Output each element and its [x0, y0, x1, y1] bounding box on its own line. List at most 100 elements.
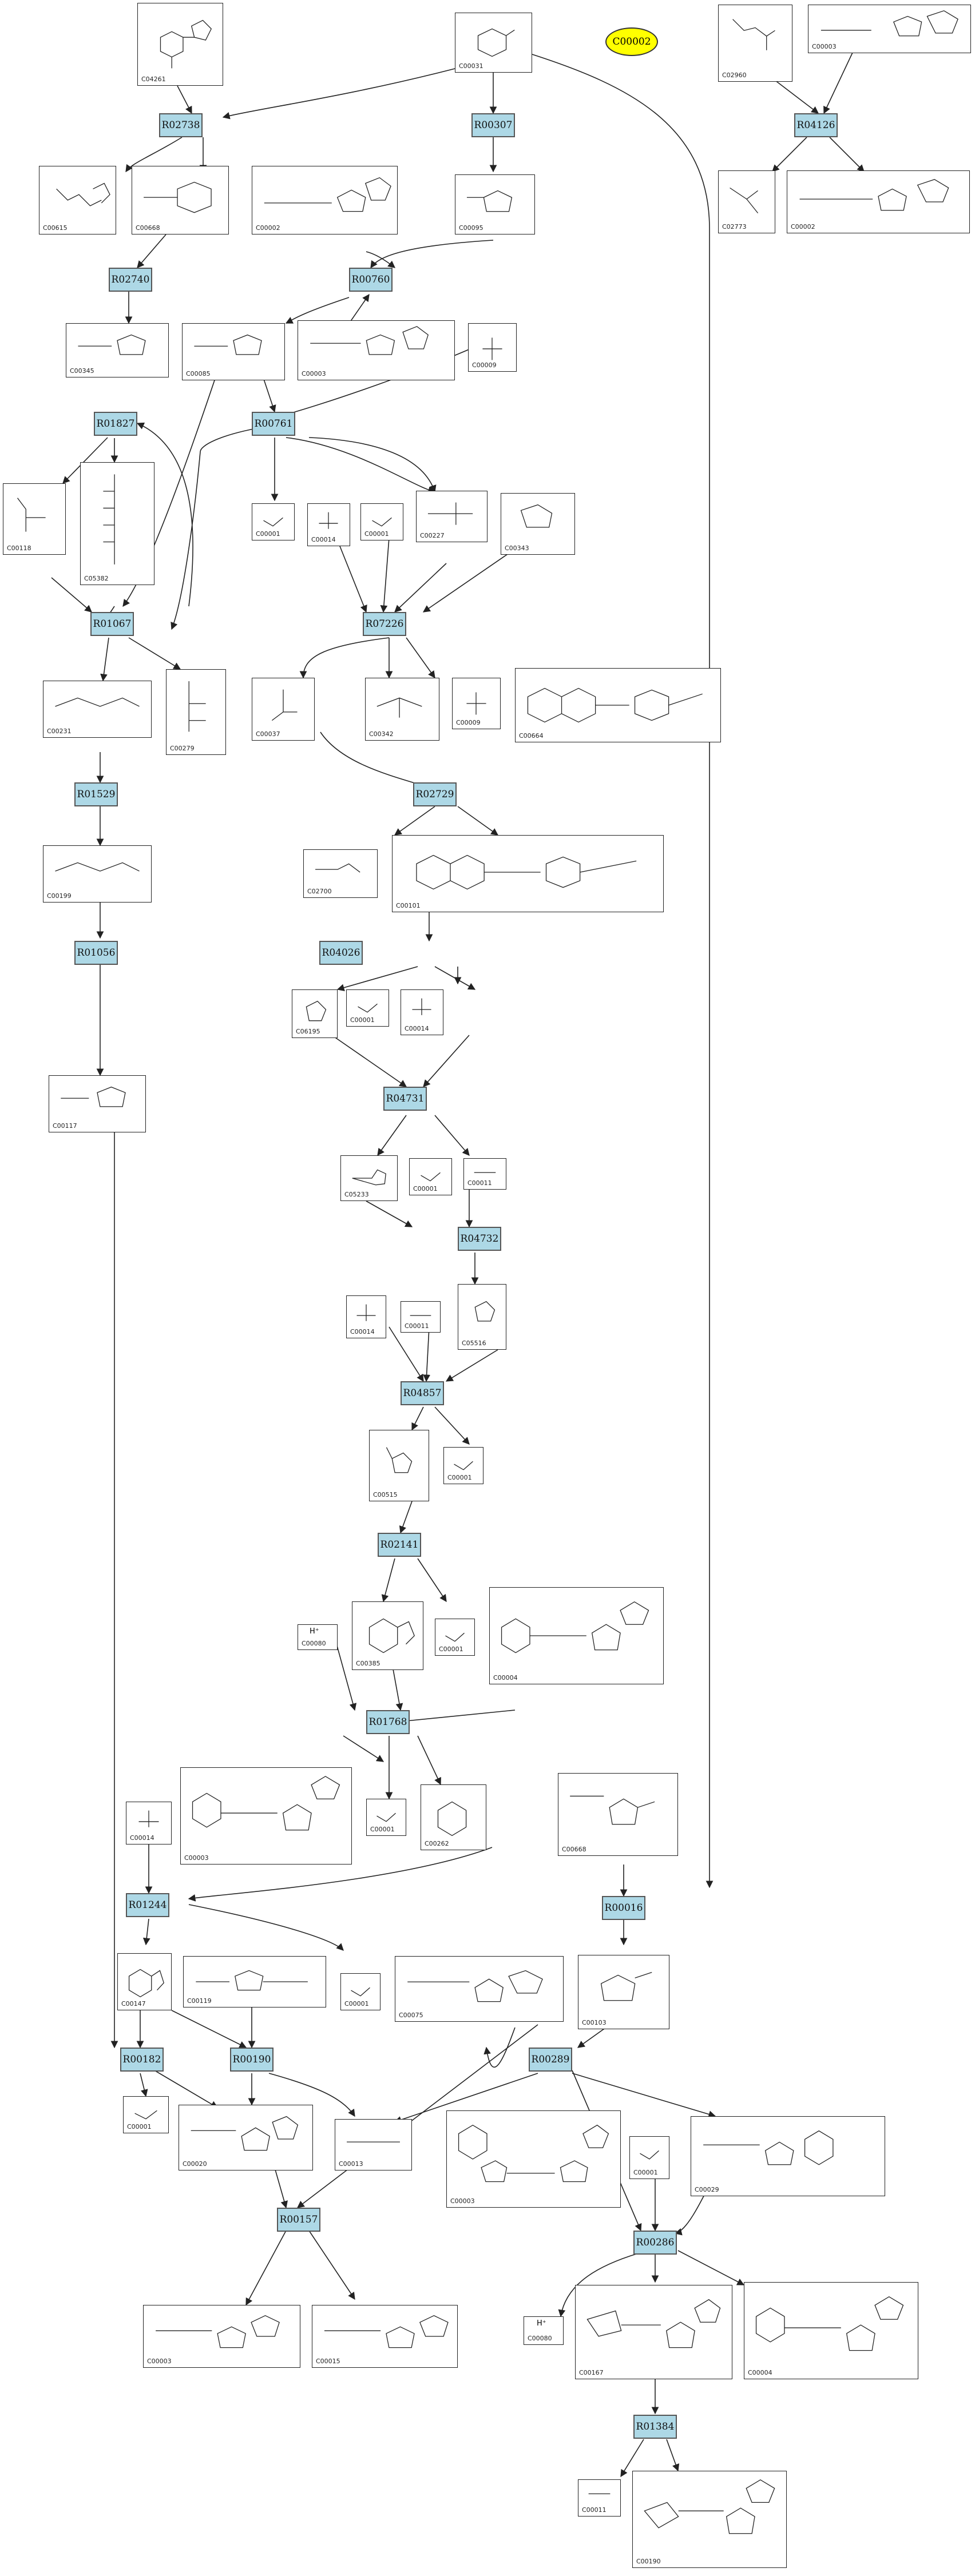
compound-node[interactable]: C00001	[360, 503, 403, 540]
compound-node[interactable]: C00001	[366, 1799, 406, 1836]
compound-node[interactable]: C00004	[744, 2282, 918, 2379]
reaction-node[interactable]: R00157	[277, 2208, 320, 2232]
highlight-compound[interactable]: C00002	[605, 27, 658, 56]
compound-node[interactable]: C00001	[629, 2136, 669, 2179]
reaction-node[interactable]: R00289	[529, 2048, 572, 2072]
compound-node[interactable]: C04261	[137, 3, 223, 86]
compound-node[interactable]: C00101	[392, 835, 664, 912]
reaction-node[interactable]: R00761	[252, 412, 295, 436]
compound-node[interactable]: C00014	[307, 503, 350, 546]
compound-node[interactable]: C00029	[691, 2116, 885, 2196]
compound-node[interactable]: C00037	[252, 678, 315, 741]
compound-node[interactable]: C02960	[718, 5, 792, 82]
compound-node[interactable]: C00119	[183, 1956, 326, 2007]
compound-node[interactable]: C00011	[401, 1301, 441, 1333]
compound-node[interactable]: H⁺C00080	[524, 2316, 564, 2345]
reaction-node[interactable]: R00182	[120, 2048, 164, 2072]
compound-node[interactable]: C00001	[443, 1447, 483, 1484]
reaction-node[interactable]: R01529	[74, 782, 118, 806]
compound-node[interactable]: C00014	[126, 1802, 172, 1844]
compound-node[interactable]: C00003	[143, 2305, 300, 2368]
compound-node[interactable]: C00343	[501, 493, 575, 555]
compound-node[interactable]: H⁺C00080	[298, 1624, 338, 1650]
reaction-node[interactable]: R02729	[413, 782, 457, 806]
compound-node[interactable]: C00013	[335, 2119, 412, 2170]
compound-node[interactable]: C00279	[166, 669, 226, 755]
compound-node[interactable]: C00003	[808, 5, 971, 53]
compound-node[interactable]: C00014	[346, 1295, 386, 1338]
compound-node[interactable]: C00342	[365, 678, 439, 741]
compound-node[interactable]: C02700	[303, 849, 378, 898]
compound-node[interactable]: C00004	[489, 1587, 664, 1684]
molecule-structure-icon	[732, 19, 775, 50]
compound-node[interactable]: C00003	[446, 2110, 621, 2208]
molecule-structure-icon	[477, 28, 515, 57]
compound-node[interactable]: C00001	[409, 1158, 452, 1195]
compound-node[interactable]: C00167	[575, 2285, 732, 2379]
compound-node[interactable]: C00615	[39, 166, 116, 234]
reaction-node[interactable]: R02141	[378, 1533, 421, 1557]
compound-node[interactable]: C00668	[558, 1773, 678, 1856]
compound-node[interactable]: C00001	[123, 2096, 169, 2133]
reaction-node[interactable]: R02740	[109, 268, 152, 292]
compound-node[interactable]: C00190	[632, 2471, 787, 2568]
compound-node[interactable]: C00345	[66, 323, 169, 377]
compound-node[interactable]: C00011	[463, 1158, 506, 1190]
compound-node[interactable]: C02773	[718, 170, 775, 233]
compound-node[interactable]: C00664	[515, 668, 721, 742]
reaction-node[interactable]: R00307	[471, 113, 515, 137]
compound-node[interactable]: C00103	[578, 1955, 669, 2029]
reaction-node[interactable]: R00760	[349, 268, 393, 292]
reaction-node[interactable]: R04857	[401, 1381, 444, 1405]
compound-node[interactable]: C00002	[252, 166, 398, 234]
compound-node[interactable]: C00668	[132, 166, 229, 234]
reaction-node[interactable]: R04732	[458, 1227, 501, 1251]
reaction-node[interactable]: R04731	[383, 1087, 427, 1111]
reaction-node[interactable]: R01384	[633, 2415, 677, 2439]
compound-node[interactable]: C00001	[435, 1619, 475, 1656]
reaction-node[interactable]: R01067	[90, 612, 134, 636]
compound-node[interactable]: C00011	[578, 2479, 621, 2517]
compound-node[interactable]: C05233	[340, 1155, 398, 1201]
compound-node[interactable]: C00118	[3, 483, 66, 555]
compound-node[interactable]: C00009	[468, 323, 517, 372]
molecule-structure-icon	[703, 2130, 834, 2165]
compound-node[interactable]: C00147	[117, 1953, 172, 2010]
compound-node[interactable]: C00385	[352, 1601, 423, 1670]
compound-node[interactable]: C00001	[346, 989, 389, 1027]
compound-node[interactable]: C00231	[43, 681, 152, 738]
compound-node[interactable]: C00031	[455, 13, 532, 73]
compound-node[interactable]: C00009	[452, 678, 501, 729]
compound-node[interactable]: C00095	[455, 174, 535, 234]
reaction-node[interactable]: R04026	[319, 941, 363, 965]
compound-node[interactable]: C00001	[252, 503, 295, 540]
reaction-node[interactable]: R00286	[633, 2231, 677, 2255]
compound-node[interactable]: C00227	[416, 491, 487, 542]
reaction-node[interactable]: R01827	[94, 412, 137, 436]
compound-node[interactable]: C00003	[180, 1767, 352, 1865]
compound-label: C00668	[562, 1846, 586, 1853]
compound-node[interactable]: C00002	[787, 170, 970, 233]
reaction-node[interactable]: R00016	[602, 1896, 645, 1920]
compound-node[interactable]: C00085	[182, 323, 285, 380]
compound-node[interactable]: C00117	[49, 1075, 146, 1132]
compound-node[interactable]: C00001	[340, 1973, 380, 2010]
compound-node[interactable]: C00515	[369, 1430, 429, 1501]
compound-node[interactable]: C06195	[292, 989, 338, 1038]
compound-node[interactable]: C00199	[43, 845, 152, 903]
reaction-node[interactable]: R01056	[74, 941, 118, 965]
compound-node[interactable]: C00014	[401, 989, 443, 1035]
compound-node[interactable]: C05516	[458, 1284, 506, 1350]
compound-node[interactable]: C00003	[298, 320, 455, 380]
compound-node[interactable]: C00075	[395, 1956, 564, 2022]
reaction-node[interactable]: R01244	[126, 1893, 169, 1917]
reaction-node[interactable]: R00190	[230, 2048, 274, 2072]
compound-node[interactable]: C05382	[80, 462, 154, 585]
reaction-node[interactable]: R07226	[363, 612, 406, 636]
compound-node[interactable]: C00015	[312, 2305, 458, 2368]
reaction-node[interactable]: R01768	[366, 1710, 410, 1734]
reaction-node[interactable]: R02738	[159, 113, 203, 137]
compound-node[interactable]: C00262	[421, 1784, 486, 1850]
reaction-node[interactable]: R04126	[794, 113, 838, 137]
compound-node[interactable]: C00020	[179, 2105, 313, 2170]
